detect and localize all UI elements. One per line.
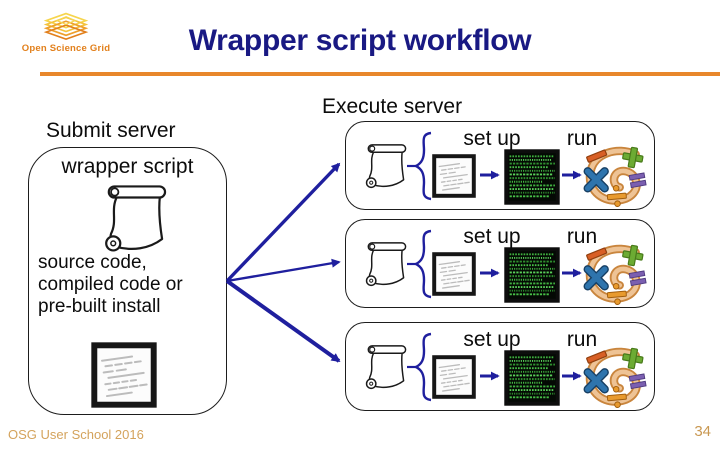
- brace-and-arrows: [407, 229, 582, 299]
- arrow-icon: [225, 279, 341, 363]
- page-number: 34: [694, 423, 711, 440]
- slide-title: Wrapper script workflow: [188, 24, 532, 57]
- scroll-icon: [356, 239, 410, 290]
- submit-server-label: Submit server: [46, 119, 176, 142]
- scroll-icon: [356, 141, 410, 192]
- execute-box-3: set up run: [345, 322, 655, 411]
- code-paper-icon: [430, 355, 478, 399]
- submit-server-box: wrapper script source code, compiled cod…: [28, 147, 227, 415]
- execute-box-1: set up run: [345, 121, 655, 210]
- setup-label: set up: [463, 225, 521, 248]
- code-paper-icon: [430, 252, 478, 296]
- math-symbols-icon: [579, 346, 651, 408]
- math-symbols-icon: [579, 145, 651, 207]
- source-code-text: source code, compiled code or pre-built …: [38, 252, 183, 317]
- scroll-icon: [356, 342, 410, 393]
- title-underline: [40, 72, 720, 76]
- run-label: run: [566, 225, 598, 248]
- setup-label: set up: [463, 328, 521, 351]
- curly-brace-icon: [413, 229, 432, 299]
- code-paper-icon: [430, 154, 478, 198]
- green-code-icon: [504, 247, 560, 303]
- run-label: run: [566, 328, 598, 351]
- setup-label: set up: [463, 127, 521, 150]
- code-paper-icon: [87, 342, 161, 408]
- curly-brace-icon: [413, 332, 432, 402]
- brace-and-arrows: [407, 131, 582, 201]
- wrapper-script-label: wrapper script: [61, 155, 194, 178]
- execute-box-2: set up run: [345, 219, 655, 308]
- arrow-icon: [226, 258, 341, 283]
- footer-text: OSG User School 2016: [8, 427, 144, 442]
- brace-and-arrows: [407, 332, 582, 402]
- run-label: run: [566, 127, 598, 150]
- execute-server-label: Execute server: [322, 95, 463, 118]
- green-code-icon: [504, 350, 560, 406]
- osg-logo: Open Science Grid: [14, 12, 118, 66]
- math-symbols-icon: [579, 243, 651, 305]
- green-code-icon: [504, 149, 560, 205]
- curly-brace-icon: [413, 131, 432, 201]
- arrow-icon: [225, 162, 341, 283]
- osg-logo-text: Open Science Grid: [21, 43, 111, 54]
- scroll-icon: [89, 182, 173, 256]
